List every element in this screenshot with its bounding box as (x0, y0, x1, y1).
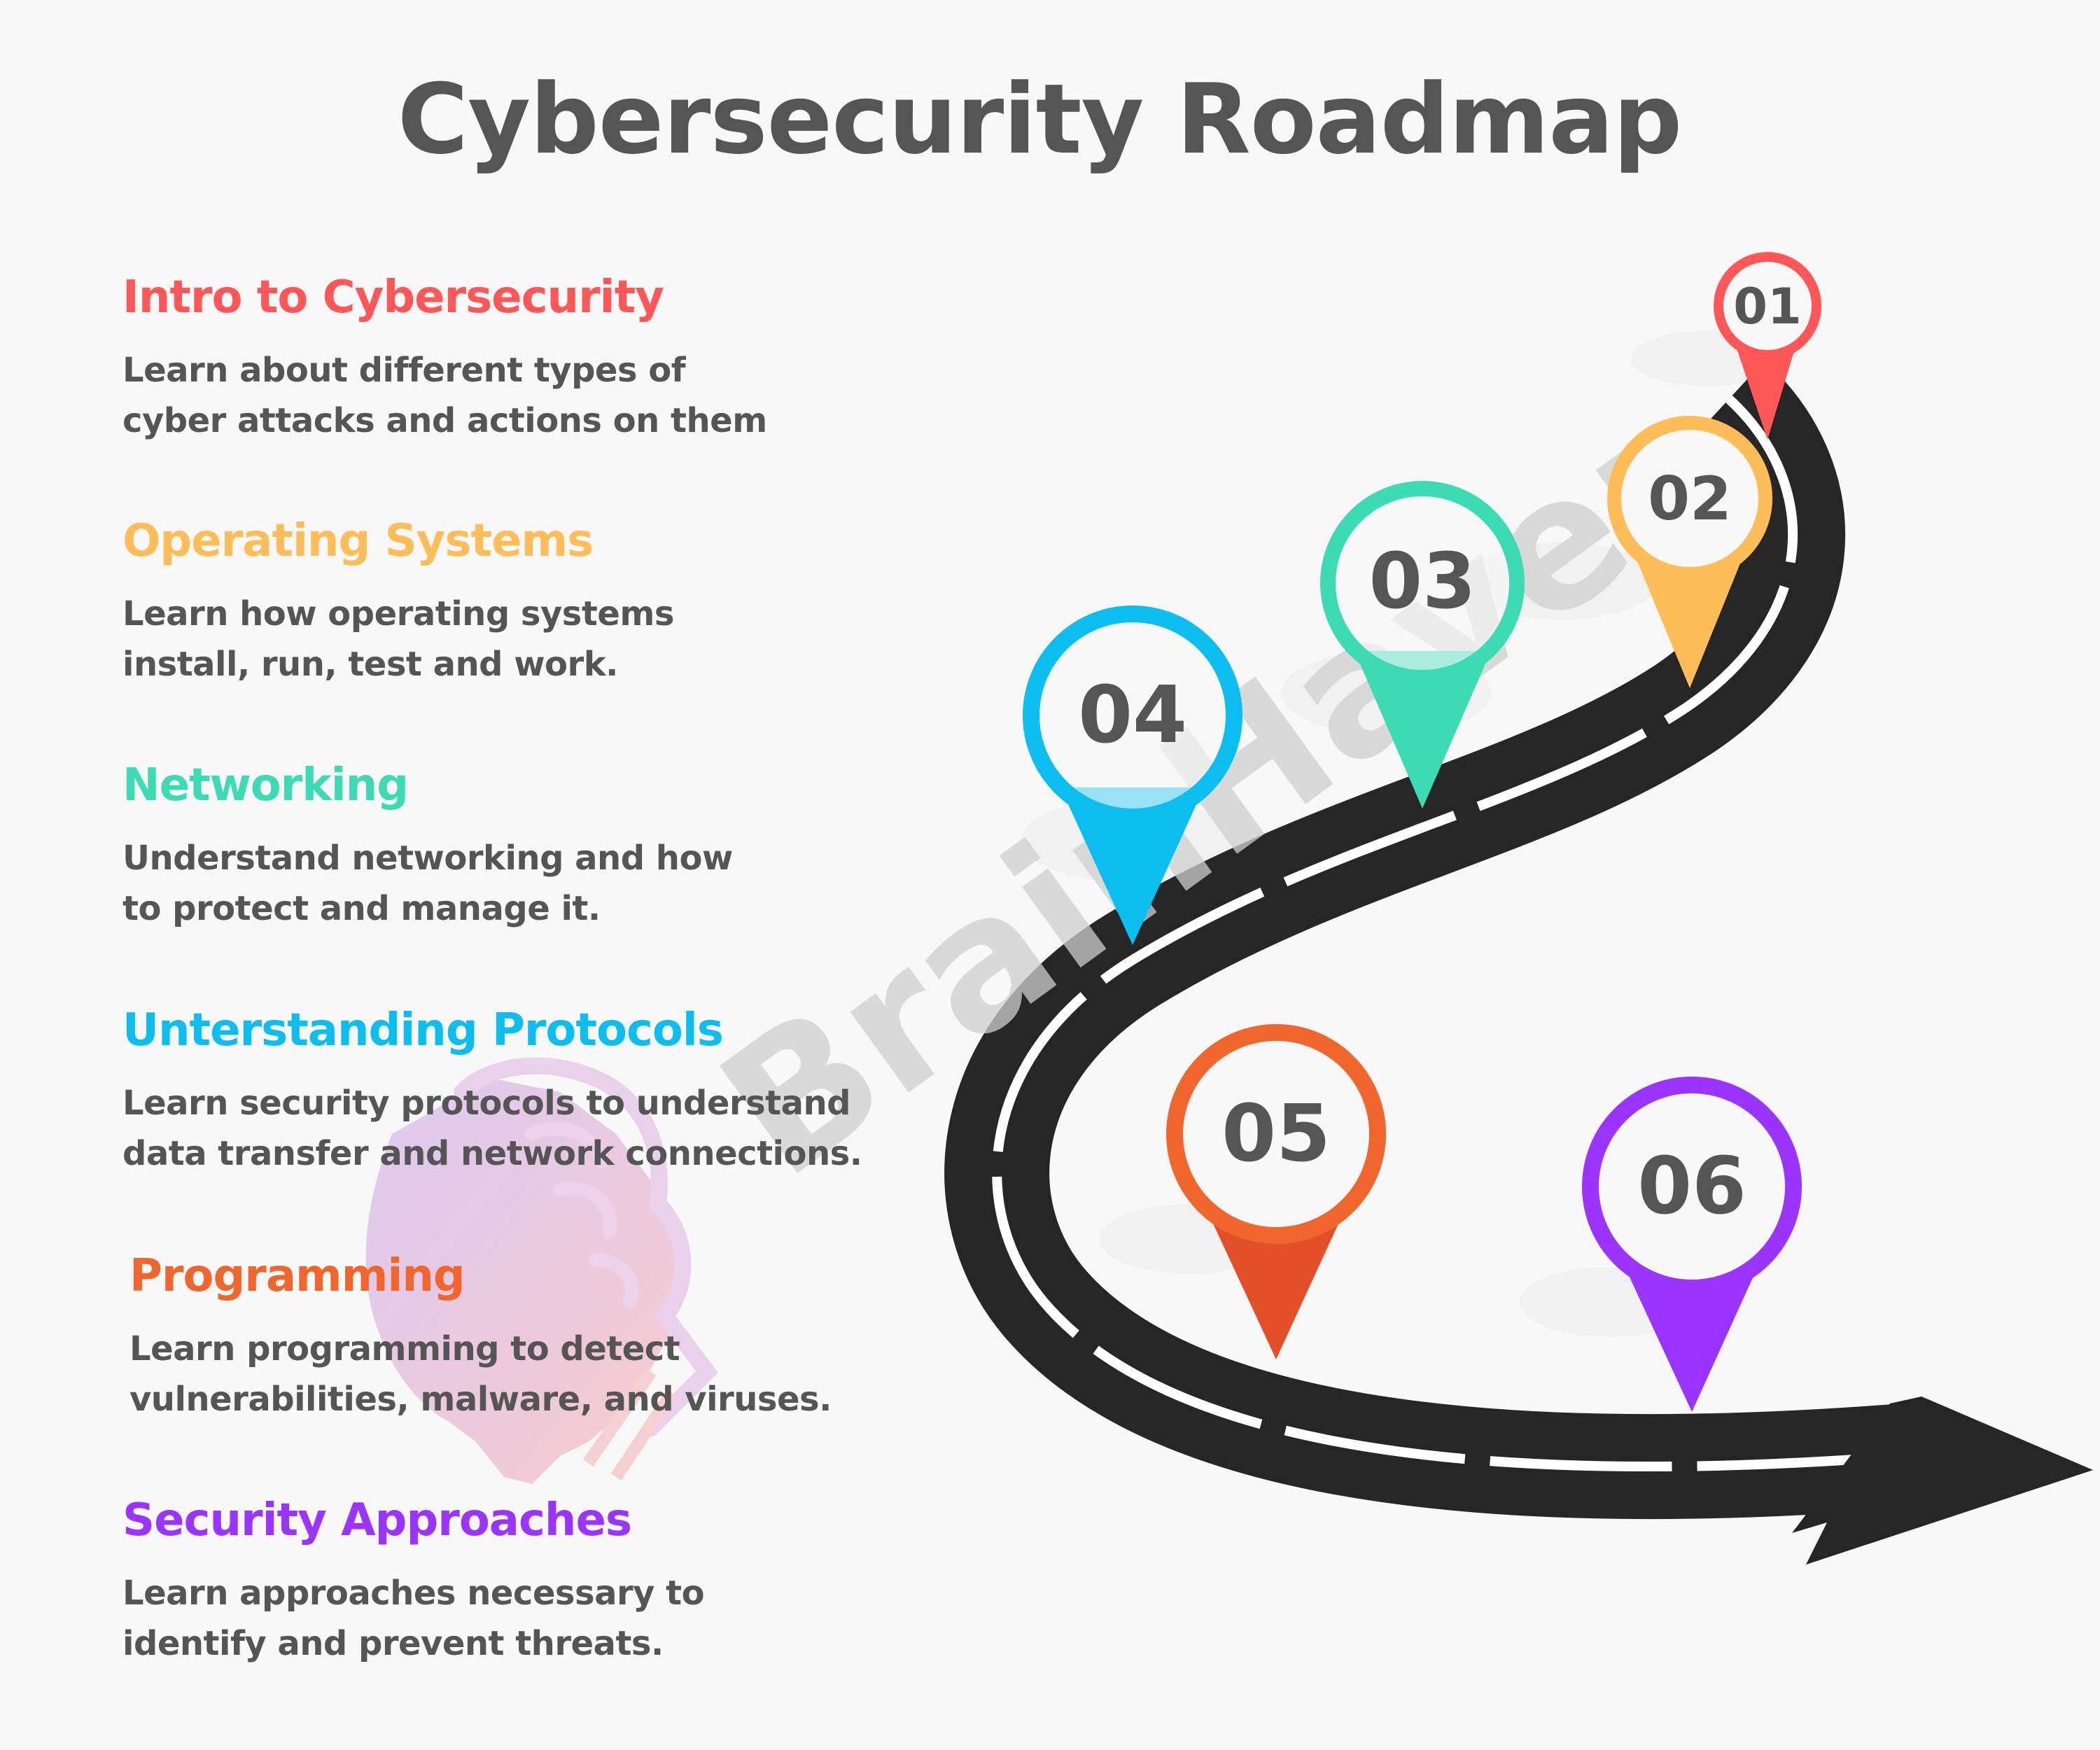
svg-text:03: 03 (1368, 536, 1476, 626)
step-description-line: data transfer and network connections. (122, 1134, 862, 1173)
step-description-line: identify and prevent threats. (122, 1624, 664, 1663)
pin-01-icon[interactable]: 01 (1714, 252, 1821, 440)
step-description-line: cyber attacks and actions on them (122, 401, 767, 440)
brain-head-logo-icon (365, 1057, 718, 1484)
pin-03-icon[interactable]: 03 (1320, 481, 1525, 808)
svg-text:05: 05 (1222, 1088, 1331, 1180)
step-heading: Security Approaches (122, 1494, 632, 1546)
pin-04-icon[interactable]: 04 (1023, 606, 1242, 945)
step-description: Learn about different types of cyber att… (122, 345, 767, 446)
step-heading: Programming (130, 1250, 465, 1302)
pin-02-icon[interactable]: 02 (1607, 416, 1772, 688)
step-security-approaches: Security Approaches Learn approaches nec… (122, 1492, 705, 1669)
step-operating-systems: Operating Systems Learn how operating sy… (122, 513, 674, 690)
svg-text:04: 04 (1078, 670, 1187, 761)
pin-05-icon[interactable]: 05 (1166, 1024, 1386, 1359)
step-description-line: install, run, test and work. (122, 645, 618, 684)
step-description-line: Learn security protocols to understand (122, 1084, 851, 1123)
step-description-line: Learn how operating systems (122, 594, 674, 634)
step-description: Learn security protocols to understand d… (122, 1078, 862, 1179)
step-heading: Networking (122, 760, 409, 811)
pin-06-icon[interactable]: 06 (1582, 1077, 1802, 1412)
step-understanding-protocols: Unterstanding Protocols Learn security p… (122, 1002, 862, 1179)
step-description-line: Understand networking and how (122, 839, 733, 878)
page-title: Cybersecurity Roadmap (397, 63, 1682, 176)
step-description: Learn programming to detect vulnerabilit… (130, 1324, 832, 1424)
step-description-line: to protect and manage it. (122, 889, 601, 928)
step-description-line: vulnerabilities, malware, and viruses. (130, 1380, 832, 1419)
svg-text:06: 06 (1637, 1141, 1746, 1232)
step-programming: Programming Learn programming to detect … (130, 1248, 832, 1424)
step-description-line: Learn about different types of (122, 351, 686, 390)
step-heading: Operating Systems (122, 515, 594, 567)
step-description: Understand networking and how to protect… (122, 833, 733, 934)
svg-text:02: 02 (1648, 464, 1732, 534)
step-heading: Intro to Cybersecurity (122, 272, 664, 323)
step-description: Learn approaches necessary to identify a… (122, 1568, 705, 1669)
step-description: Learn how operating systems install, run… (122, 589, 674, 690)
step-description-line: Learn approaches necessary to (122, 1574, 705, 1613)
road-path (944, 360, 1908, 1520)
step-intro-to-cybersecurity: Intro to Cybersecurity Learn about diffe… (122, 270, 767, 446)
step-networking: Networking Understand networking and how… (122, 757, 733, 934)
step-description-line: Learn programming to detect (130, 1329, 680, 1368)
svg-text:01: 01 (1733, 278, 1801, 335)
step-heading: Unterstanding Protocols (122, 1004, 724, 1056)
